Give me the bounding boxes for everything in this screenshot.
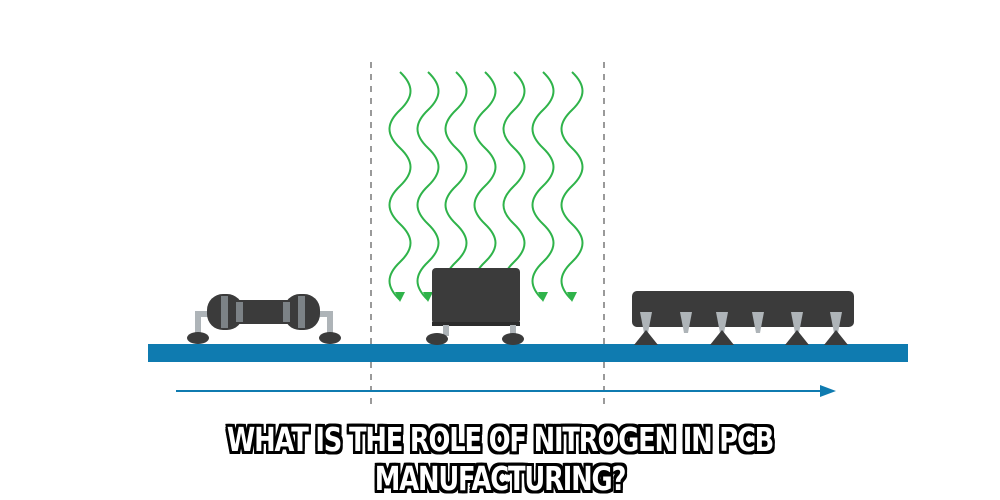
chip-leg [716,312,728,333]
nitrogen-waves [388,71,584,302]
solder-joint [824,330,848,345]
solder-joint [634,330,658,345]
chip-leg [640,312,652,333]
resistor-icon [187,294,341,344]
nitrogen-wave-icon [560,71,584,302]
nitrogen-wave-icon [473,71,497,302]
chip-leg [791,312,803,333]
solder-joint [785,330,809,345]
conveyor-arrow-icon [176,385,836,397]
chip-leg [680,312,692,333]
chip-leg [830,312,842,333]
caption-title: WHAT IS THE ROLE OF NITROGEN IN PCB MANU… [226,420,774,498]
nitrogen-wave-icon [502,71,526,302]
solder-joint [710,330,734,345]
pcb-board [148,344,908,362]
wide-ic-chip-icon [632,291,854,345]
chip-leg [752,312,764,333]
nitrogen-wave-icon [388,71,412,302]
ic-chip-icon [426,268,524,345]
nitrogen-wave-icon [444,71,468,302]
nitrogen-wave-icon [531,71,555,302]
nitrogen-wave-icon [416,71,440,302]
